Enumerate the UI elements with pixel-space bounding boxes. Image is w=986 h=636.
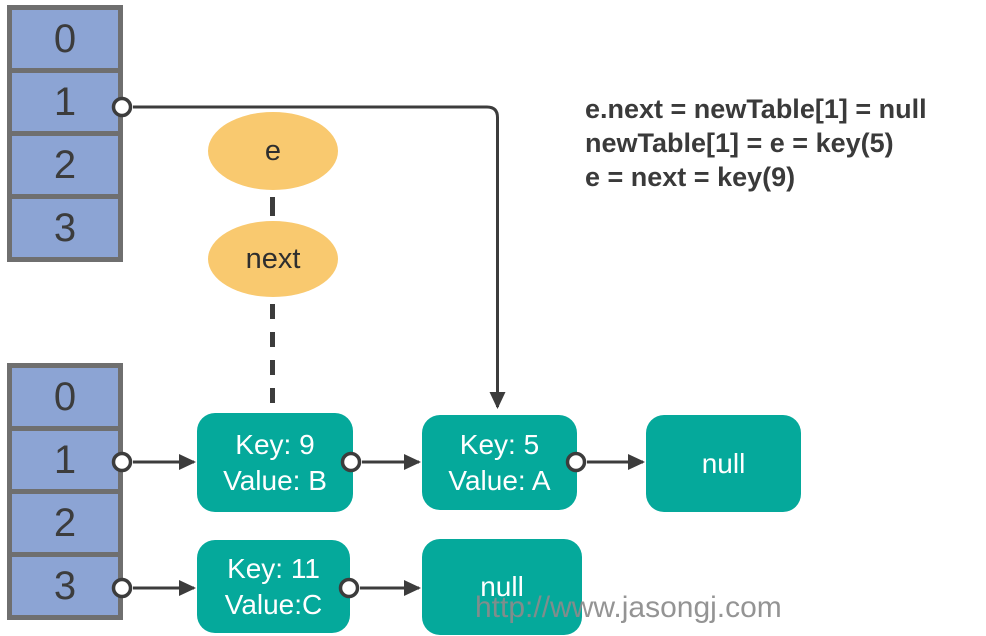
annotation-text: e.next = newTable[1] = null newTable[1] … — [585, 92, 927, 194]
old-table-array: 0 1 2 3 — [7, 363, 123, 620]
new-table-bucket-1: 1 — [12, 73, 118, 131]
new-table-bucket-2: 2 — [12, 136, 118, 194]
node-key9-value: Value: B — [223, 464, 327, 496]
pointer-e-ellipse: e — [208, 112, 338, 190]
new-table-bucket-0: 0 — [12, 10, 118, 68]
old-table-bucket-0: 0 — [12, 368, 118, 426]
old-table-bucket-1: 1 — [12, 431, 118, 489]
old-table-bucket-2: 2 — [12, 494, 118, 552]
node-null-second-chain: null — [422, 539, 582, 635]
node-key5-value: Value: A — [448, 464, 551, 496]
node-key11-key: Key: 11 — [227, 552, 320, 584]
old-table-bucket-3: 3 — [12, 557, 118, 615]
node-key9: Key: 9 Value: B — [197, 413, 353, 512]
annotation-line-3: e = next = key(9) — [585, 162, 796, 192]
annotation-line-1: e.next = newTable[1] = null — [585, 94, 927, 124]
node-null-first-chain-label: null — [701, 447, 746, 479]
node-key11-value: Value:C — [224, 588, 323, 620]
node-key5: Key: 5 Value: A — [422, 415, 577, 510]
annotation-line-2: newTable[1] = e = key(5) — [585, 128, 894, 158]
node-key9-key: Key: 9 — [235, 428, 315, 460]
pointer-next-label: next — [245, 242, 301, 275]
node-key11: Key: 11 Value:C — [197, 540, 350, 633]
pointer-e-label: e — [264, 134, 282, 167]
pointer-next-ellipse: next — [208, 221, 338, 297]
new-table-bucket-3: 3 — [12, 199, 118, 257]
new-table-array: 0 1 2 3 — [7, 5, 123, 262]
node-key5-key: Key: 5 — [459, 428, 540, 460]
node-null-second-chain-label: null — [480, 571, 524, 602]
node-null-first-chain: null — [646, 415, 801, 512]
watermark-text: http://www.jasongj.com — [475, 591, 782, 624]
